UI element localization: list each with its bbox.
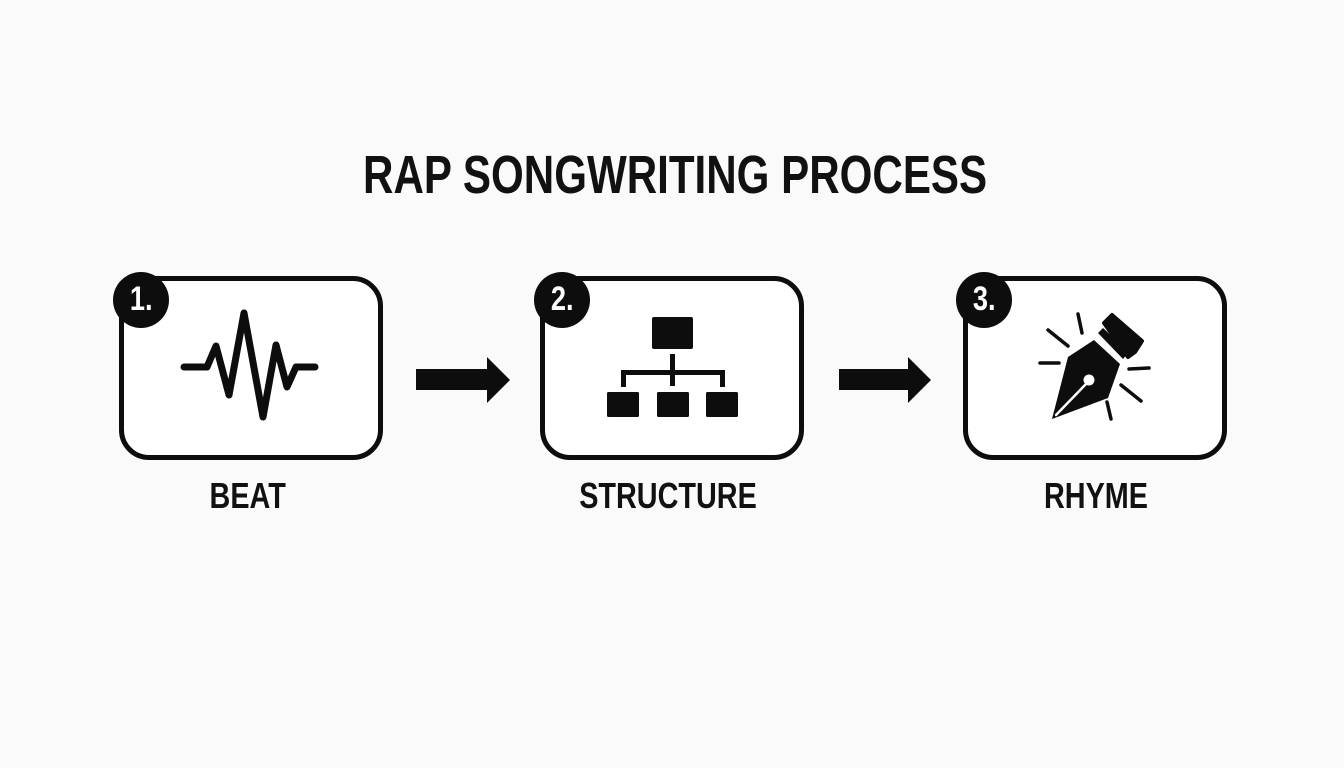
diagram-title: RAP SONGWRITING PROCESS	[363, 145, 988, 205]
waveform-icon	[180, 309, 319, 421]
step-number-badge-3: 3.	[956, 272, 1012, 328]
hierarchy-icon	[607, 317, 738, 417]
step-label-structure: STRUCTURE	[579, 475, 757, 516]
step-number-badge-2: 2.	[534, 272, 590, 328]
step-label-rhyme: RHYME	[1043, 475, 1148, 516]
step-number-1: 1.	[129, 280, 153, 318]
step-number-3: 3.	[972, 280, 996, 318]
step-label-beat: BEAT	[209, 475, 287, 516]
step-number-badge-1: 1.	[113, 272, 169, 328]
arrow-right-icon	[839, 357, 931, 403]
step-number-2: 2.	[550, 280, 574, 318]
arrow-right-icon	[416, 357, 510, 403]
fountain-pen-icon	[1038, 312, 1151, 421]
